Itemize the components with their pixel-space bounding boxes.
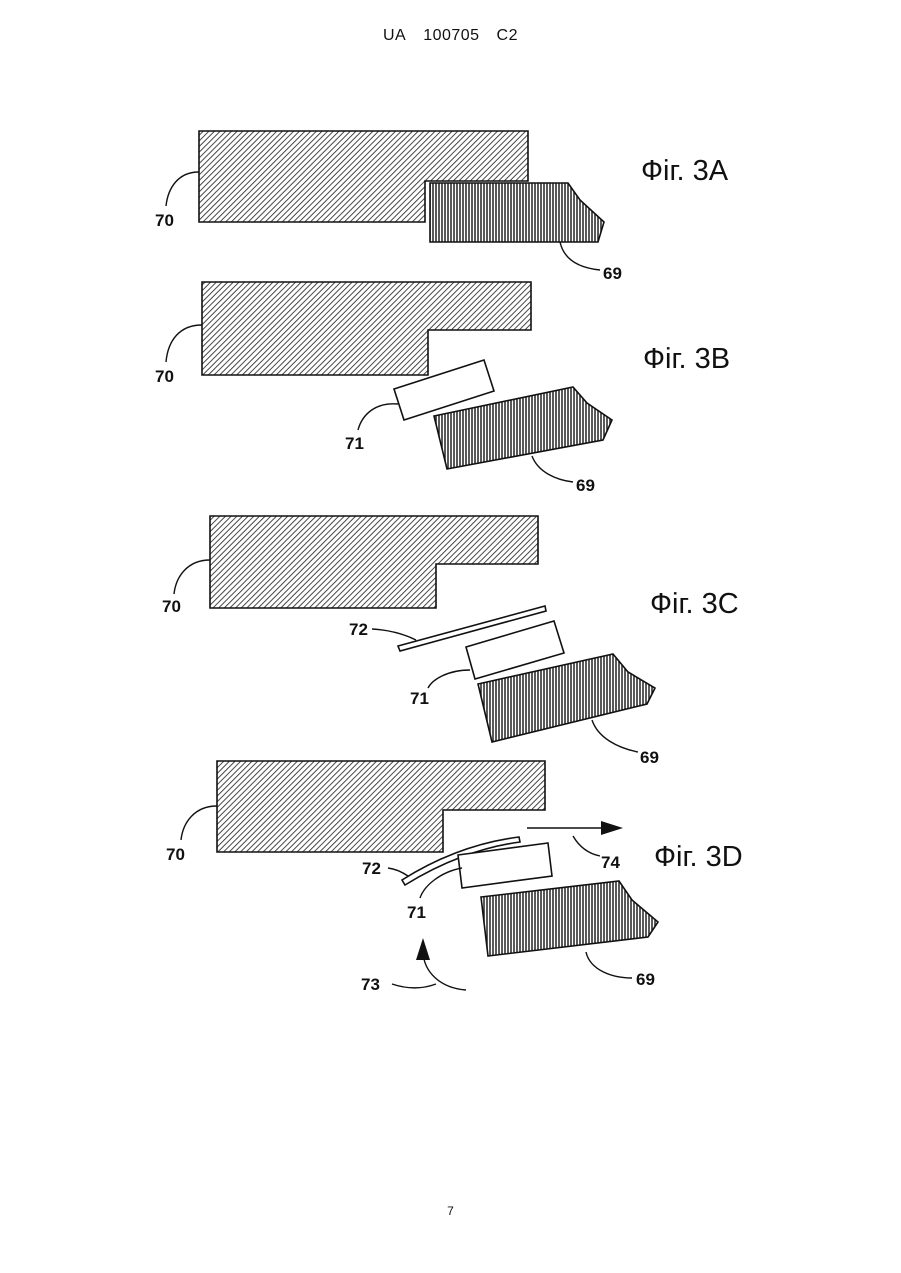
ref-70: 70	[162, 597, 181, 616]
leader-69	[532, 456, 573, 482]
leader-72	[388, 868, 408, 876]
figure-title: Фіг. 3A	[641, 155, 729, 187]
figure-title: Фіг. 3C	[650, 588, 739, 620]
ref-73: 73	[361, 975, 380, 994]
ref-70: 70	[166, 845, 185, 864]
leader-71	[358, 404, 398, 430]
leader-70	[166, 325, 202, 362]
figure-3a: 70 69 Фіг. 3A	[155, 131, 729, 283]
ref-70: 70	[155, 367, 174, 386]
leader-70	[166, 172, 199, 206]
ref-70: 70	[155, 211, 174, 230]
figure-title: Фіг. 3B	[643, 343, 730, 375]
part-69-block	[481, 881, 658, 956]
ref-71: 71	[410, 689, 429, 708]
leader-69	[586, 952, 632, 978]
arrow-73-curve	[423, 952, 466, 990]
ref-69: 69	[636, 970, 655, 989]
figure-3b: 70 71 69 Фіг. 3B	[155, 282, 730, 495]
leader-71	[428, 670, 470, 688]
leader-69	[592, 720, 638, 752]
ref-69: 69	[640, 748, 659, 767]
arrow-74-head	[601, 821, 623, 835]
ref-69: 69	[603, 264, 622, 283]
ref-72: 72	[349, 620, 368, 639]
leader-73	[392, 984, 436, 988]
part-69-block	[430, 183, 604, 242]
figure-3c: 70 72 71 69 Фіг. 3C	[162, 516, 739, 767]
ref-71: 71	[345, 434, 364, 453]
part-70-block	[217, 761, 545, 852]
ref-69: 69	[576, 476, 595, 495]
leader-69	[560, 242, 600, 270]
leader-74	[573, 836, 600, 856]
leader-70	[174, 560, 210, 594]
ref-74: 74	[601, 853, 620, 872]
arrow-73-head	[416, 938, 430, 960]
leader-72	[372, 629, 416, 640]
page-number: 7	[0, 1204, 901, 1218]
ref-71: 71	[407, 903, 426, 922]
ref-72: 72	[362, 859, 381, 878]
leader-70	[181, 806, 217, 840]
part-70-block	[210, 516, 538, 608]
figure-title: Фіг. 3D	[654, 841, 743, 873]
figure-3d: 70 72 71 73 74 69 Фіг. 3D	[166, 761, 743, 994]
